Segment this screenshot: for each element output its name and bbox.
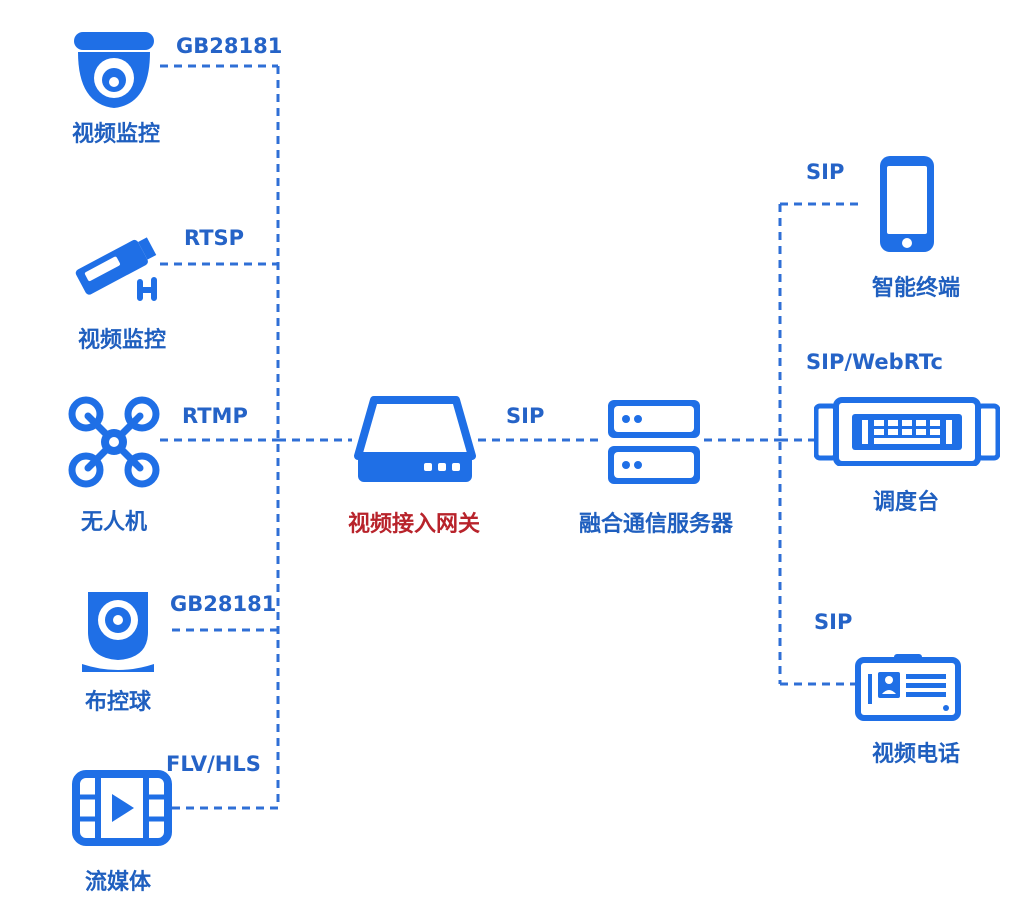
gateway-label: 视频接入网关 bbox=[347, 512, 481, 537]
dispatch-console-icon bbox=[814, 397, 1000, 466]
protocol-label: RTMP bbox=[182, 404, 248, 428]
protocol-label: GB28181 bbox=[170, 592, 277, 616]
smartphone-icon bbox=[880, 156, 934, 252]
terminal-label: 视频电话 bbox=[871, 742, 961, 767]
protocol-label: SIP/WebRTc bbox=[806, 350, 943, 374]
protocol-label: SIP bbox=[806, 160, 845, 184]
source-label: 视频监控 bbox=[71, 122, 161, 147]
terminal-label: 调度台 bbox=[872, 490, 940, 515]
source-label: 视频监控 bbox=[77, 328, 167, 353]
dome-camera-icon bbox=[74, 32, 154, 108]
source-label: 无人机 bbox=[80, 510, 148, 535]
server-label: 融合通信服务器 bbox=[578, 512, 734, 537]
source-label: 布控球 bbox=[84, 690, 152, 715]
bullet-camera-icon bbox=[75, 237, 157, 301]
server-icon bbox=[608, 400, 700, 484]
terminal-label: 智能终端 bbox=[871, 276, 961, 301]
ptz-camera-icon bbox=[82, 592, 154, 672]
drone-icon bbox=[68, 396, 160, 488]
protocol-label: GB28181 bbox=[176, 34, 283, 58]
protocol-label: SIP bbox=[814, 610, 853, 634]
video-phone-icon bbox=[855, 654, 961, 721]
gateway-box-icon bbox=[354, 396, 476, 482]
source-label: 流媒体 bbox=[84, 870, 152, 895]
protocol-label: RTSP bbox=[184, 226, 245, 250]
film-icon bbox=[72, 770, 172, 846]
protocol-label: FLV/HLS bbox=[166, 752, 261, 776]
link-protocol-label: SIP bbox=[506, 404, 545, 428]
